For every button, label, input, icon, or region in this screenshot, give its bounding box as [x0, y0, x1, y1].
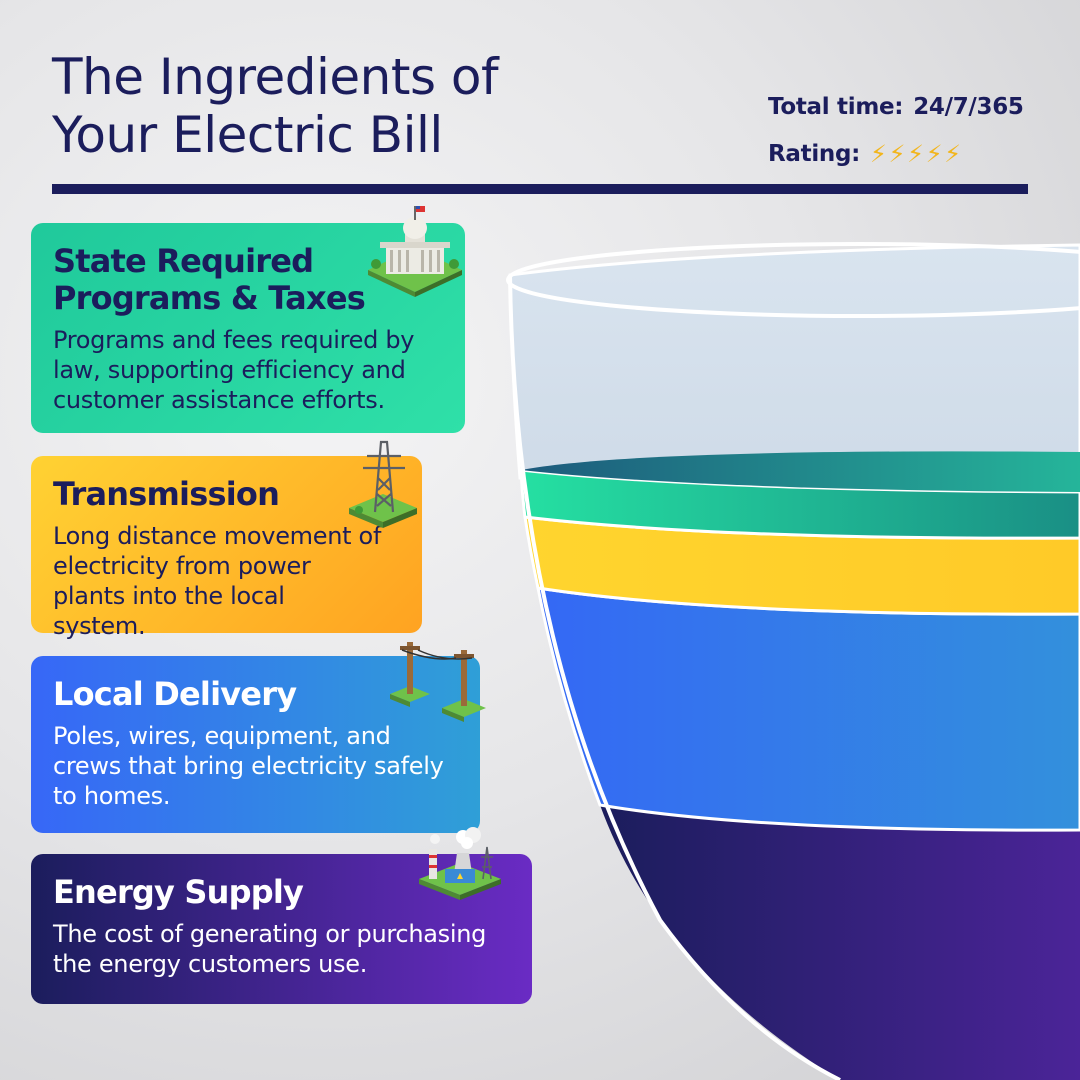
- title-line-1: The Ingredients of: [52, 48, 499, 106]
- rating-row: Rating: ⚡⚡⚡⚡⚡: [768, 139, 1024, 169]
- card-local-description: Poles, wires, equipment, and crews that …: [53, 722, 444, 810]
- card-state-programs: State Required Programs & Taxes Programs…: [31, 223, 465, 433]
- bowl-layer-energy: [600, 805, 1080, 1080]
- lightning-bolt-icon: ⚡: [888, 140, 906, 168]
- card-state-title: State Required Programs & Taxes: [53, 242, 366, 317]
- bowl-surface: [521, 451, 1080, 492]
- bowl-outline: [508, 274, 841, 1080]
- bowl-glass: [508, 243, 1080, 482]
- rating-bolts: ⚡⚡⚡⚡⚡: [870, 140, 961, 168]
- capitol-building-icon: [368, 206, 462, 297]
- card-energy-description: The cost of generating or purchasing the…: [53, 920, 487, 978]
- card-local-title: Local Delivery: [53, 675, 297, 713]
- lightning-bolt-icon: ⚡: [907, 140, 924, 168]
- card-local-delivery: Local Delivery Poles, wires, equipment, …: [31, 656, 480, 833]
- transmission-tower-icon: [349, 440, 417, 528]
- power-plant-icon: [419, 827, 501, 900]
- header-divider: [52, 184, 1028, 194]
- lightning-bolt-icon: ⚡: [870, 140, 887, 168]
- total-time-row: Total time: 24/7/365: [768, 92, 1024, 122]
- card-transmission-title: Transmission: [53, 475, 280, 513]
- card-state-description: Programs and fees required by law, suppo…: [53, 326, 415, 414]
- bowl-layer-local: [536, 586, 1080, 832]
- title-line-2: Your Electric Bill: [52, 106, 443, 164]
- bowl-rim: [506, 242, 1080, 318]
- lightning-bolt-icon: ⚡: [944, 140, 961, 168]
- rating-label: Rating:: [768, 141, 861, 167]
- utility-poles-icon: [390, 642, 486, 722]
- page-title: The Ingredients of Your Electric Bill: [52, 48, 672, 164]
- recipe-meta: Total time: 24/7/365 Rating: ⚡⚡⚡⚡⚡: [768, 92, 1024, 186]
- total-time-value: 24/7/365: [913, 94, 1024, 120]
- lightning-bolt-icon: ⚡: [925, 140, 943, 168]
- total-time-label: Total time:: [768, 94, 904, 120]
- card-transmission: Transmission Long distance movement of e…: [31, 456, 422, 640]
- card-transmission-description: Long distance movement of electricity fr…: [53, 522, 382, 640]
- card-energy-title: Energy Supply: [53, 873, 304, 911]
